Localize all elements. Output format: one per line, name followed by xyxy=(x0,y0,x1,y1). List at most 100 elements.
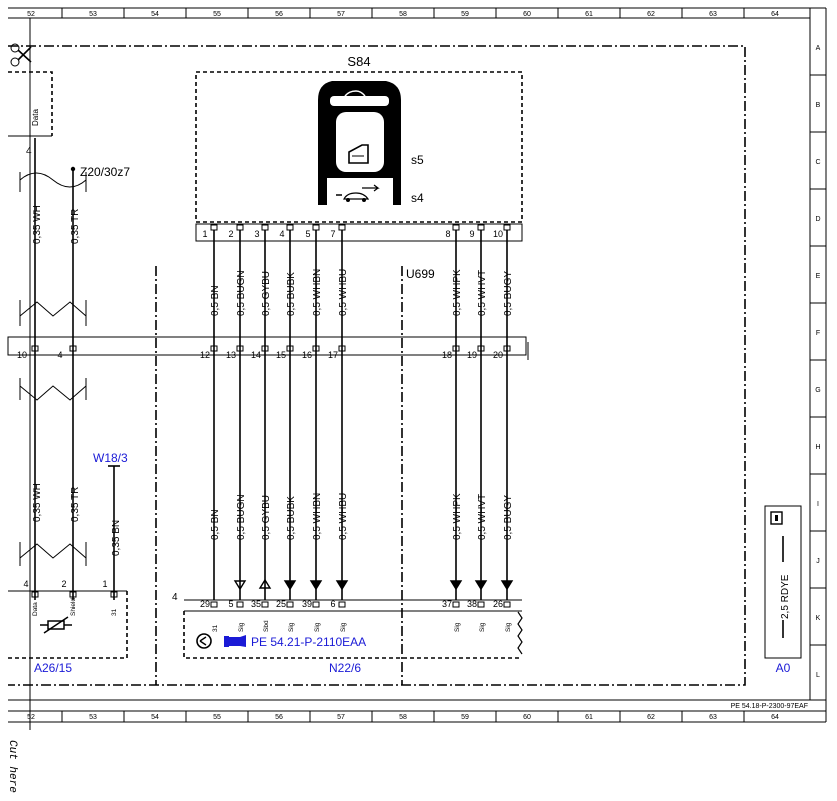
pin-terminal xyxy=(236,224,244,231)
switch-pin: 3 xyxy=(254,229,259,239)
wire-label-bottom: 0,5 BUBK xyxy=(286,496,297,540)
twisted-pair-symbols xyxy=(19,172,87,566)
switch-pin: 1 xyxy=(202,229,207,239)
grid-row-label: F xyxy=(816,330,820,337)
main-connector-bar xyxy=(7,336,527,356)
outer-boundary xyxy=(8,45,746,686)
pointing-hand-icon xyxy=(224,635,246,647)
pin-terminal xyxy=(110,591,118,598)
module-pin-label: Sig xyxy=(314,622,321,632)
module-group-pin: 4 xyxy=(172,592,178,603)
grid-col-label: 60 xyxy=(523,11,531,18)
grid-row-label: A xyxy=(816,45,821,52)
module-pin-labels: 29315Sig35Sbd25Sig39Sig6Sig37Sig38Sig26S… xyxy=(200,599,512,632)
pin-terminal xyxy=(31,345,39,352)
wire-label-top: 0,5 WHVT xyxy=(477,270,488,316)
module-pin-label: Sig xyxy=(238,622,245,632)
grid-col-label: 58 xyxy=(399,11,407,18)
module-pin: 35 xyxy=(251,599,261,609)
grid-col-label: 63 xyxy=(709,11,717,18)
ground-ref-label: Z20/30z7 xyxy=(80,165,130,179)
w18-ref: W18/3 xyxy=(93,451,128,465)
grid-row-label: B xyxy=(816,102,821,109)
module-pin-label: Sig xyxy=(288,622,295,632)
cut-here-box: Cut here xyxy=(6,740,18,793)
module-pin: 29 xyxy=(200,599,210,609)
switch-pin: 9 xyxy=(469,229,474,239)
pin-terminal xyxy=(210,601,218,608)
a26-pin: 4 xyxy=(23,579,28,589)
left-wire2b-label: 0,35 TR xyxy=(70,487,81,522)
a26-pin: 1 xyxy=(102,579,107,589)
grid-col-label: 57 xyxy=(337,11,345,18)
module-pin: 5 xyxy=(228,599,233,609)
grid-row-label: K xyxy=(816,615,821,622)
switch-pin: 5 xyxy=(305,229,310,239)
connector-pin: 20 xyxy=(493,350,503,360)
switch-pin: 2 xyxy=(228,229,233,239)
cut-here-label: Cut here xyxy=(6,740,18,793)
wire-label-top: 0,5 BUGY xyxy=(503,271,514,316)
pin-terminal xyxy=(338,224,346,231)
grid-col-label: 52 xyxy=(27,714,35,721)
wire-label-bottom: 0,5 BUGY xyxy=(503,495,514,540)
module-pin: 26 xyxy=(493,599,503,609)
grid-col-label: 56 xyxy=(275,11,283,18)
left-wire2-label: 0,35 TR xyxy=(70,209,81,244)
wire-label-top: 0,5 BN xyxy=(210,285,221,316)
wire-label-top: 0,5 WHPK xyxy=(452,269,463,316)
pin-terminal xyxy=(210,224,218,231)
pin-terminal xyxy=(69,345,77,352)
wire-label-bottom: 0,5 GYBU xyxy=(261,495,272,540)
module-pin: 37 xyxy=(442,599,452,609)
a0-label-bg xyxy=(776,562,790,620)
wire-label-bottom: 0,5 BN xyxy=(210,509,221,540)
module-ref-link[interactable]: PE 54.21-P-2110EAA xyxy=(251,635,366,649)
switch-pin: 7 xyxy=(330,229,335,239)
grid-row-label: C xyxy=(815,159,820,166)
grid-col-label: 59 xyxy=(461,11,469,18)
wire-arrow xyxy=(258,578,272,589)
footer-ref: PE 54.18-P-2300-97EAF xyxy=(731,703,808,710)
module-box xyxy=(183,611,522,659)
pin-terminal xyxy=(69,591,77,598)
wire-arrow xyxy=(233,580,247,591)
pin-terminal xyxy=(452,224,460,231)
grid-row-label: D xyxy=(815,216,820,223)
grid-col-label: 63 xyxy=(709,714,717,721)
connector-pin: 15 xyxy=(276,350,286,360)
grid-row-label: L xyxy=(816,672,820,679)
pin-terminal xyxy=(338,601,346,608)
module-pin-label: Sig xyxy=(454,622,461,632)
grid-col-label: 60 xyxy=(523,714,531,721)
wire-label-bottom: 0,5 BUGN xyxy=(236,494,247,540)
switch-connector xyxy=(195,223,523,242)
module-pin: 38 xyxy=(467,599,477,609)
pin-terminal xyxy=(477,224,485,231)
grid-row-label: I xyxy=(817,501,819,508)
grid-col-label: 64 xyxy=(771,11,779,18)
a26-pin-label: 31 xyxy=(111,608,118,616)
connector-pin: 19 xyxy=(467,350,477,360)
pin-terminal xyxy=(261,224,269,231)
switch-icon xyxy=(318,81,401,206)
connector-pin: 12 xyxy=(200,350,210,360)
left-connector-pin: 4 xyxy=(57,350,62,360)
wire-arrow xyxy=(500,580,514,591)
wire-arrow xyxy=(283,580,297,591)
wire-arrow xyxy=(449,580,463,591)
a0-id: A0 xyxy=(776,661,791,675)
connector-pin: 13 xyxy=(226,350,236,360)
pin-terminal xyxy=(286,601,294,608)
grid-col-label: 52 xyxy=(27,11,35,18)
pin-terminal xyxy=(286,224,294,231)
grid-col-label: 62 xyxy=(647,714,655,721)
module-pin: 39 xyxy=(302,599,312,609)
pin-terminal xyxy=(503,601,511,608)
connector-pin: 18 xyxy=(442,350,452,360)
grid-row-label: H xyxy=(815,444,820,451)
